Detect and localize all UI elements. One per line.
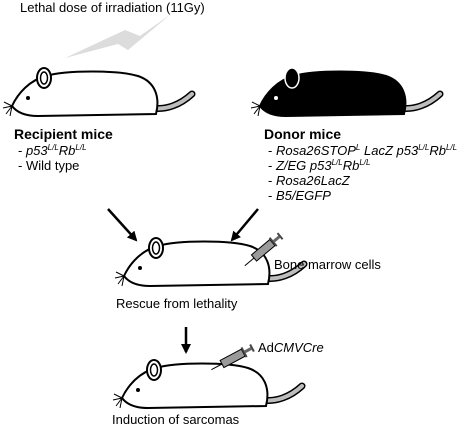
- genotype-text: B5/EGFP: [275, 188, 331, 203]
- irradiation-bolt-icon: [65, 14, 171, 58]
- list-dash: -: [268, 188, 276, 203]
- induction-label: Induction of sarcomas: [112, 412, 240, 427]
- syringe-icon: [244, 232, 284, 267]
- genotype-superscript: L/L: [418, 143, 430, 152]
- genotype-text: Rb: [58, 143, 76, 158]
- donor-mouse-icon: [250, 67, 444, 118]
- recipient-mouse-icon: [2, 67, 196, 118]
- donor-genotype-item: - Z/EG p53L/LRbL/L: [268, 158, 370, 173]
- genotype-superscript: L/L: [331, 158, 343, 167]
- genotype-superscript: L/L: [359, 158, 371, 167]
- genotype-text: Rb: [429, 143, 446, 158]
- genotype-text: p53: [25, 143, 48, 158]
- genotype-text: Rosa26LacZ: [275, 173, 350, 188]
- list-dash: -: [18, 158, 26, 173]
- genotype-superscript: L/L: [445, 143, 458, 152]
- list-dash: -: [18, 143, 26, 158]
- induction-mouse-icon: [112, 359, 306, 410]
- rescued-mouse-icon: [114, 237, 308, 288]
- recipient-genotype-item: - p53L/LRbL/L: [18, 143, 87, 158]
- adcmvcre-name: CMVCre: [273, 340, 324, 355]
- genotype-text: Wild type: [25, 158, 80, 173]
- list-dash: -: [268, 173, 276, 188]
- donor-genotype-item: - Rosa26STOPL LacZ p53L/LRbL/L: [268, 143, 457, 158]
- arrow-recipient-to-rescue: [107, 208, 138, 242]
- donor-title: Donor mice: [264, 126, 342, 142]
- recipient-genotype-item: - Wild type: [18, 158, 79, 173]
- genotype-text: Rosa26STOP: [275, 143, 356, 158]
- genotype-superscript: L/L: [47, 143, 59, 152]
- bone-marrow-label: Bone marrow cells: [274, 257, 381, 272]
- recipient-title: Recipient mice: [14, 126, 113, 142]
- genotype-text: Rb: [342, 158, 360, 173]
- genotype-superscript: L/L: [75, 143, 87, 152]
- donor-genotype-item: - B5/EGFP: [268, 188, 331, 203]
- arrow-donor-to-rescue: [230, 208, 259, 242]
- list-dash: -: [268, 143, 276, 158]
- genotype-superscript: L: [355, 143, 361, 152]
- irradiation-label: Lethal dose of irradiation (11Gy): [20, 0, 205, 15]
- adcmvcre-label: AdCMVCre: [258, 340, 324, 356]
- list-dash: -: [268, 158, 276, 173]
- rescue-label: Rescue from lethality: [116, 296, 238, 311]
- adcmvcre-prefix: Ad: [258, 340, 274, 355]
- genotype-text: Z/EG p53: [275, 158, 332, 173]
- genotype-text: LacZ p53: [360, 143, 419, 158]
- syringe-icon: [211, 344, 255, 371]
- donor-genotype-item: - Rosa26LacZ: [268, 173, 350, 188]
